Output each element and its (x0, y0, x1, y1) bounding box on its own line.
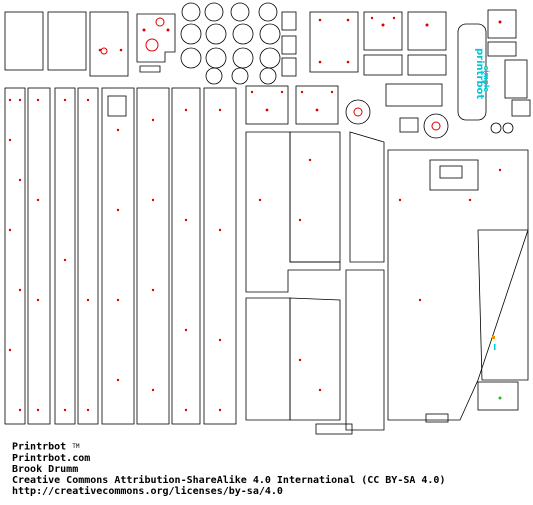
logo-line-2: simple (482, 66, 490, 93)
box-panel-c (407, 11, 447, 76)
panel-top-1 (4, 11, 44, 71)
frame-lower-left (245, 269, 385, 431)
foot-parts (315, 413, 449, 435)
credit-brand: Printrbot (12, 441, 67, 453)
credit-license: Creative Commons Attribution-ShareAlike … (12, 474, 446, 486)
spool-parts (490, 59, 531, 134)
frame-left (245, 131, 341, 293)
rail-set (4, 87, 237, 425)
panel-top-3 (89, 11, 129, 77)
bracket-plates (245, 85, 339, 125)
credit-author: Brook Drumm (12, 463, 79, 475)
disc-cluster (180, 2, 281, 85)
panel-top-2 (47, 11, 87, 71)
box-panel-a (309, 11, 359, 73)
credit-trademark: TM (72, 443, 80, 450)
credit-website: Printrbot.com (12, 452, 91, 464)
rail-holes (8, 98, 222, 412)
logo-subtext: simple (482, 66, 490, 92)
frame-right (349, 131, 385, 263)
credits-block: Printrbot TM Printrbot.com Brook Drumm C… (12, 441, 445, 497)
small-plate-right (487, 9, 517, 57)
carriage-plate (136, 13, 176, 73)
gear-large (345, 99, 371, 125)
gear-small (399, 113, 449, 139)
base-plate (387, 149, 529, 421)
side-wedge (477, 229, 529, 411)
logo-plate (457, 23, 487, 121)
credit-brand-line: Printrbot TM (12, 441, 445, 453)
credit-license-url: http://creativecommons.org/licenses/by-s… (12, 485, 283, 497)
motor-plate (385, 83, 443, 107)
box-panel-b (363, 11, 403, 76)
small-brackets (281, 11, 297, 77)
